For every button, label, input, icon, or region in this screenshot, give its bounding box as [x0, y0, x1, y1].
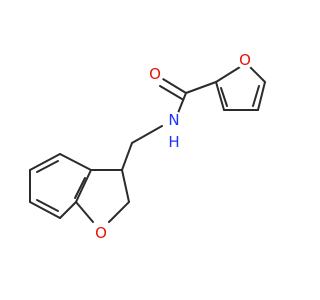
furan-oxygen-label: O	[239, 51, 251, 69]
furan-oxygen-background	[236, 51, 254, 69]
atom-label-layer: O O N H O	[92, 51, 254, 242]
amide-nitrogen-label: N	[168, 111, 179, 129]
bond-furan-c2-c3	[215, 81, 225, 111]
amide-hydrogen-label: H	[168, 133, 179, 151]
bond-c6-c7	[29, 201, 61, 219]
bond-carbonyl-oxygen	[162, 78, 187, 94]
bond-c6-c7-inner	[36, 199, 59, 212]
molecule-structure-diagram: O O N H O	[29, 51, 266, 242]
bond-c7-c7a	[59, 201, 77, 219]
bond-c3a-c7a-inner	[74, 177, 86, 199]
bond-c3a-c4	[59, 153, 92, 171]
bond-c4-c5	[29, 153, 61, 171]
bond-furan-c2-c3-double	[220, 87, 228, 107]
bond-carbonyl-nitrogen	[177, 92, 187, 114]
bond-furan-c4-c5	[257, 81, 266, 111]
bond-c2-ring-oxygen	[108, 201, 130, 223]
carbonyl-oxygen-background	[146, 65, 164, 83]
bond-c4-c5-inner	[36, 160, 59, 173]
amide-nitrogen-atom: N H	[165, 111, 183, 151]
carbonyl-oxygen-atom: O	[146, 65, 164, 83]
bond-layer	[29, 66, 266, 223]
bond-furan-o-c2	[215, 66, 241, 83]
bond-c3a-c7a	[75, 169, 92, 203]
bond-c3-c2	[121, 169, 130, 203]
bond-furan-c2-carbonyl	[185, 81, 217, 94]
ring-oxygen-label: O	[95, 224, 107, 242]
bond-furan-c5-o	[249, 66, 266, 83]
ring-oxygen-atom: O	[92, 224, 110, 242]
furan-oxygen-atom: O	[236, 51, 254, 69]
ring-oxygen-background	[92, 224, 110, 242]
bond-furan-c4-c5-double	[252, 85, 260, 107]
carbonyl-oxygen-label: O	[149, 65, 161, 83]
bond-nitrogen-ch2	[131, 125, 163, 144]
amide-nitrogen-background	[165, 111, 183, 129]
bond-ch2-c3	[121, 142, 133, 171]
bond-carbonyl-oxygen-double	[159, 85, 183, 100]
bond-ring-oxygen-c7a	[75, 201, 94, 223]
